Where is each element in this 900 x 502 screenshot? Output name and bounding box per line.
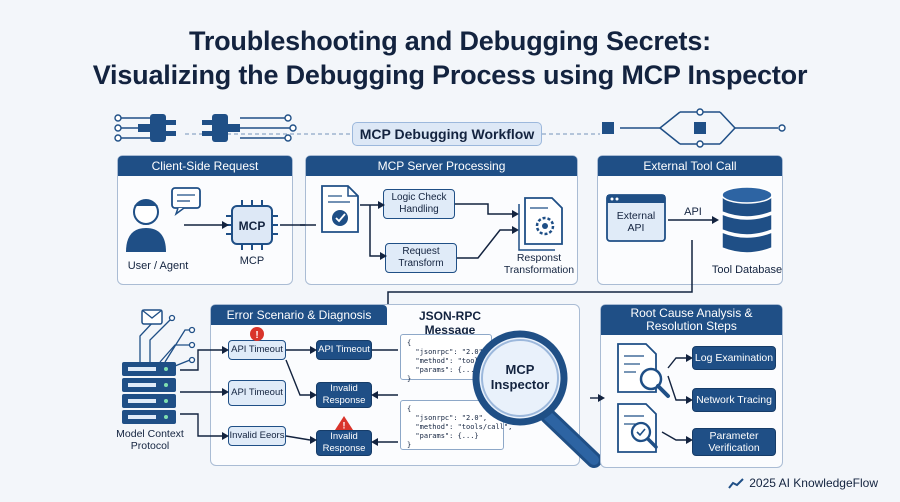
- request-transform-box: Request Transform: [385, 243, 457, 273]
- warning-triangle-icon: [335, 416, 353, 430]
- footer-credit: 2025 AI KnowledgeFlow: [728, 476, 878, 490]
- model-context-protocol-label: Model Context Protocol: [116, 428, 184, 452]
- search-icon: [639, 367, 663, 391]
- trend-icon: [728, 478, 744, 489]
- title-line-1: Troubleshooting and Debugging Secrets:: [189, 26, 711, 56]
- mcp-inspector-label: MCP Inspector: [490, 362, 550, 392]
- mcp-label: MCP: [239, 255, 265, 267]
- network-tracing-step: Network Tracing: [692, 388, 776, 412]
- invalid-response-box-2: Invalid Response: [316, 430, 372, 456]
- page-title: Troubleshooting and Debugging Secrets: V…: [0, 24, 900, 92]
- title-line-2: Visualizing the Debugging Process using …: [92, 60, 808, 90]
- panel-header: MCP Server Processing: [306, 156, 577, 176]
- panel-header: Error Scenario & Diagnosis: [211, 305, 387, 325]
- log-examination-step: Log Examination: [692, 346, 776, 370]
- workflow-label: MCP Debugging Workflow: [352, 122, 542, 146]
- parameter-verification-step: Parameter Verification: [692, 428, 776, 456]
- panel-header: External Tool Call: [598, 156, 782, 176]
- invalid-response-box-1: Invalid Response: [316, 382, 372, 408]
- logic-check-box: Logic Check Handling: [383, 189, 455, 219]
- search-icon: [630, 421, 652, 443]
- user-agent-label: User / Agent: [127, 260, 189, 272]
- footer-text: 2025 AI KnowledgeFlow: [749, 476, 878, 490]
- mcp-chip-text: MCP: [239, 219, 266, 233]
- json-rpc-header: JSON-RPC Message: [418, 309, 481, 337]
- tool-database-label: Tool Database: [711, 264, 783, 276]
- api-timeout-box-3: API Timeout: [228, 380, 286, 406]
- warning-icon: [250, 327, 264, 341]
- external-api-label: External API: [616, 210, 656, 234]
- svg-text:!: !: [343, 421, 346, 431]
- svg-text:!: !: [255, 330, 258, 341]
- response-transform-label: Responst Transformation: [503, 252, 575, 276]
- api-label: API: [684, 206, 702, 218]
- panel-header: Root Cause Analysis & Resolution Steps: [601, 305, 782, 335]
- panel-header: Client-Side Request: [118, 156, 292, 176]
